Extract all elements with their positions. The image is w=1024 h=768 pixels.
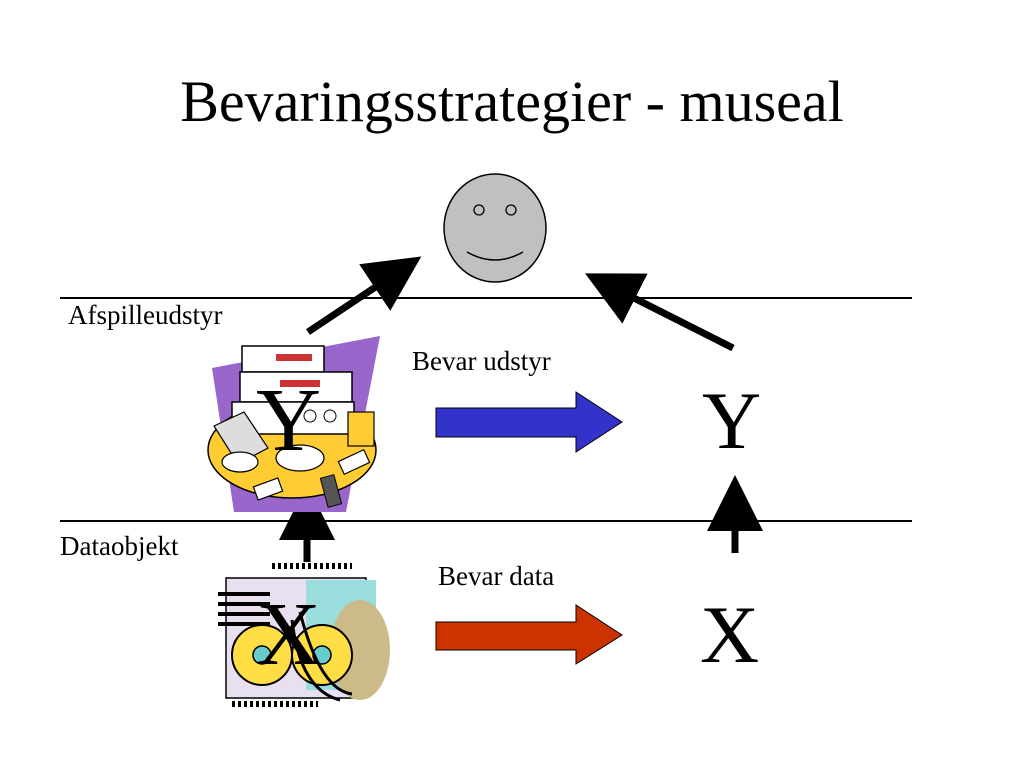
data-symbol-right: X [700,589,760,680]
red-block-arrow [435,604,623,665]
layer-label-playback-equipment: Afspilleudstyr [68,300,223,330]
keep-data-label: Bevar data [438,561,555,591]
arrow-y-to-user [584,273,735,352]
arrow-equipment-to-user [306,256,422,335]
layer-label-data-object: Dataobjekt [60,531,179,561]
data-symbol-left: X [256,585,321,684]
blue-block-arrow [435,391,623,453]
slide-title: Bevaringsstrategier - museal [180,69,844,134]
playback-equipment-clipart [207,336,380,512]
equipment-symbol-left: Y [256,371,321,470]
equipment-symbol-right: Y [702,375,762,466]
keep-equipment-label: Bevar udstyr [412,346,551,376]
data-object-clipart [218,563,390,707]
smiley-face-icon [443,173,547,283]
